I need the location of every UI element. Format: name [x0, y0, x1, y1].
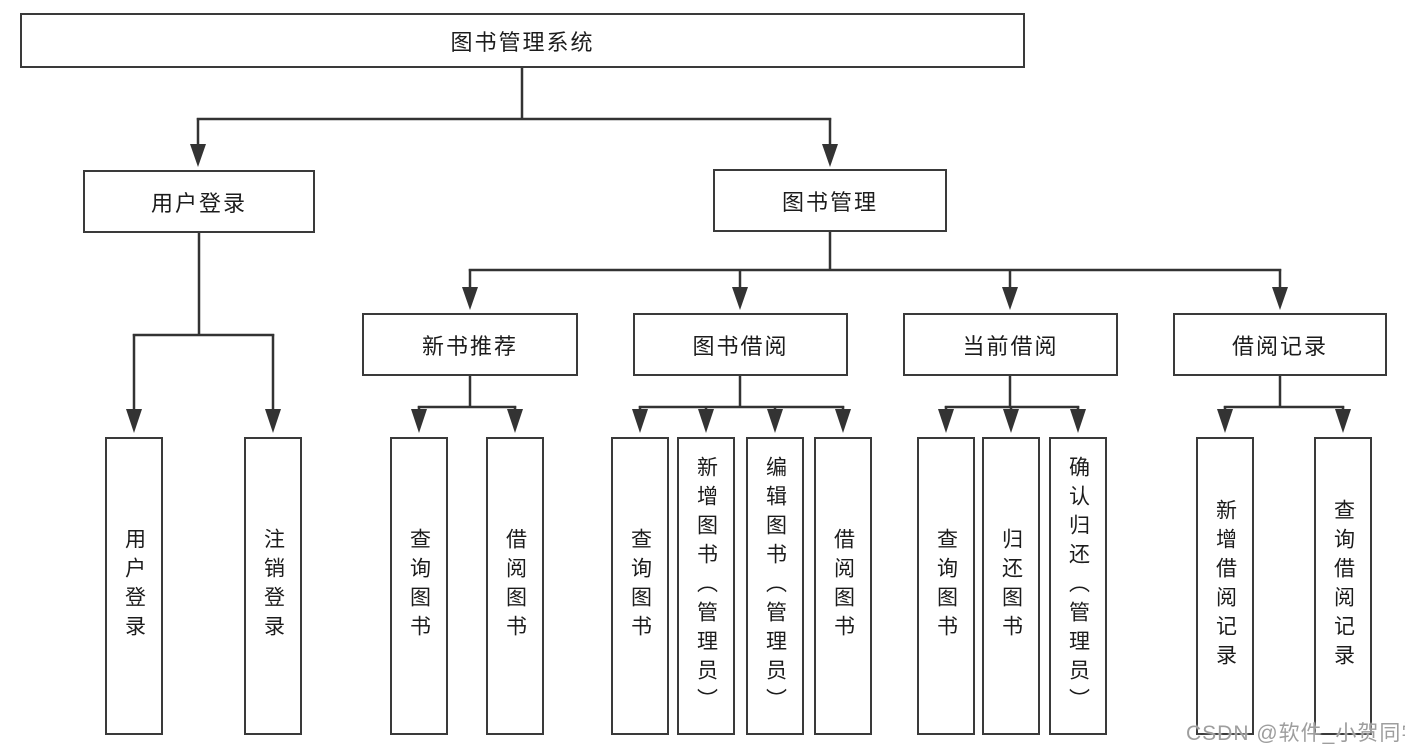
node-new-book-recommendation: 新书推荐 [362, 313, 578, 376]
leaf-return-books: 归还图书 [982, 437, 1040, 735]
leaf-borrow-books-rec: 借阅图书 [486, 437, 544, 735]
leaf-edit-books-admin: 编辑图书（管理员） [746, 437, 804, 735]
node-current-borrowing: 当前借阅 [903, 313, 1118, 376]
leaf-add-books-admin: 新增图书（管理员） [677, 437, 735, 735]
node-borrowing-records: 借阅记录 [1173, 313, 1387, 376]
leaf-query-borrow-record: 查询借阅记录 [1314, 437, 1372, 735]
leaf-query-books-borrow: 查询图书 [611, 437, 669, 735]
leaf-query-books-rec: 查询图书 [390, 437, 448, 735]
node-book-borrowing: 图书借阅 [633, 313, 848, 376]
csdn-watermark: CSDN @软件_小贺同学 [1186, 722, 1405, 745]
leaf-borrow-books: 借阅图书 [814, 437, 872, 735]
leaf-query-books-current: 查询图书 [917, 437, 975, 735]
leaf-confirm-return-admin: 确认归还（管理员） [1049, 437, 1107, 735]
arrowheads [126, 144, 1351, 433]
leaf-add-borrow-record: 新增借阅记录 [1196, 437, 1254, 735]
node-root: 图书管理系统 [20, 13, 1025, 68]
leaf-logout: 注销登录 [244, 437, 302, 735]
leaf-user-login: 用户登录 [105, 437, 163, 735]
node-book-management: 图书管理 [713, 169, 947, 232]
node-user-login: 用户登录 [83, 170, 315, 233]
